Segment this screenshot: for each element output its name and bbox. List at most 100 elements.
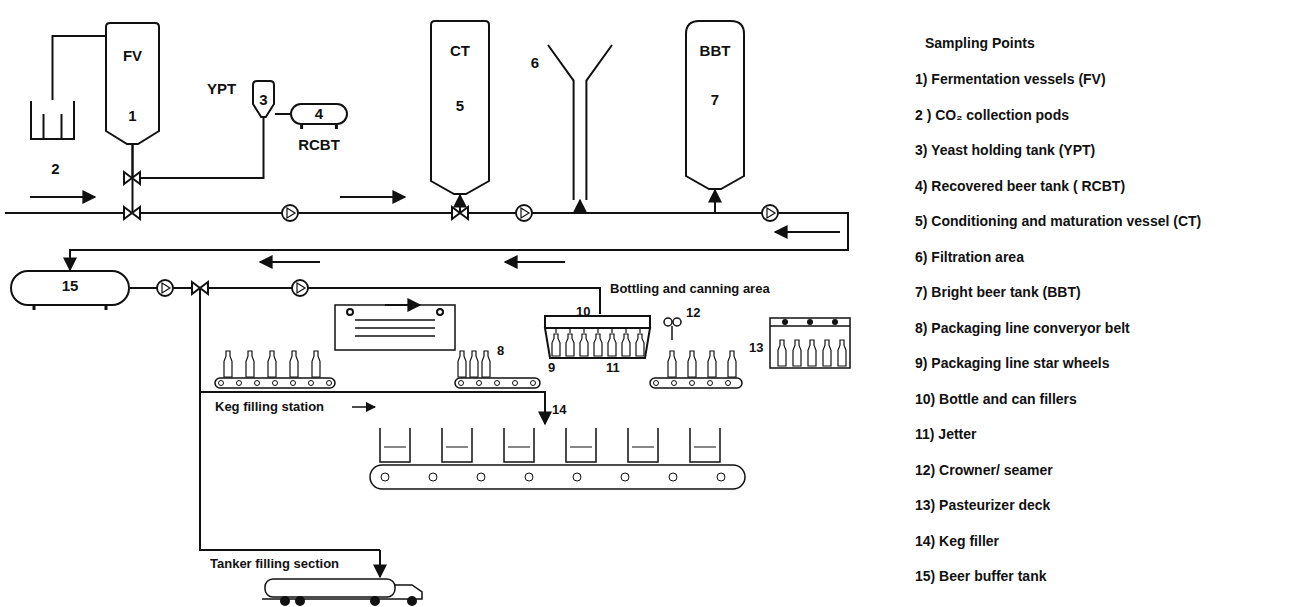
keg [508, 447, 530, 448]
sprinkler [833, 320, 837, 324]
filler-nozzle [611, 328, 612, 333]
node-label: FV [123, 47, 142, 64]
node-outline [291, 104, 347, 124]
list-item: 2 ) CO₂ collection pods [915, 108, 1069, 123]
callout-label: 12 [686, 305, 700, 320]
conveyor [455, 378, 540, 388]
keg [384, 447, 406, 448]
valve [192, 282, 208, 294]
keg [628, 428, 658, 462]
bottle [594, 334, 602, 356]
callout-label: 8 [497, 343, 504, 358]
pipe-connector [133, 145, 461, 213]
list-item: 9) Packaging line star wheels [915, 356, 1110, 371]
list-item: 6) Filtration area [915, 250, 1024, 265]
tank-leg [105, 306, 108, 310]
bottle [608, 334, 616, 356]
list-item: 1) Fermentation vessels (FV) [915, 72, 1106, 87]
conveyor-roller [459, 381, 464, 386]
node-outline [30, 100, 75, 140]
filler-nozzle [569, 328, 570, 333]
conveyor-roller [477, 381, 482, 386]
node-label: RCBT [298, 136, 340, 153]
filler-nozzle [555, 328, 556, 333]
bottle [580, 334, 588, 356]
conveyor-roller [513, 381, 518, 386]
pump [521, 208, 529, 218]
conveyor-roller [708, 381, 713, 386]
bottle [838, 340, 846, 366]
conveyor-roller [273, 381, 278, 386]
keg [690, 428, 720, 462]
pump [516, 205, 532, 221]
fermentation-vessel: FV 1 [105, 22, 160, 145]
list-item: 11) Jetter [915, 427, 976, 442]
tanker [281, 597, 289, 605]
list-item: 10) Bottle and can fillers [915, 392, 1077, 407]
conveyor-roller [255, 381, 260, 386]
filler-nozzle [597, 328, 598, 333]
valve [124, 172, 140, 184]
conveyor-roller [525, 473, 533, 481]
node-label: 5 [456, 97, 464, 114]
bottle [708, 351, 716, 377]
node-label: BBT [700, 42, 731, 59]
labeler [355, 335, 435, 337]
bottle [470, 351, 478, 377]
keg-conveyor [370, 465, 745, 489]
pump [287, 208, 295, 218]
labeler [437, 309, 443, 315]
node-label: 3 [259, 91, 267, 108]
node-label: 6 [531, 54, 539, 71]
node-label: 7 [711, 91, 719, 108]
node-outline [548, 45, 612, 200]
pipe-connector [70, 190, 848, 270]
node-outline [105, 22, 160, 145]
bottle [224, 351, 232, 377]
co2-pod: 2 [30, 100, 75, 140]
pump [157, 280, 173, 296]
pump [292, 280, 308, 296]
list-item: 5) Conditioning and maturation vessel (C… [915, 214, 1201, 229]
tank-leg [33, 306, 36, 310]
callout-label: 14 [552, 402, 566, 417]
conveyor-roller [477, 473, 485, 481]
bottle [778, 340, 786, 366]
valve [124, 207, 140, 219]
list-item: 14) Keg filler [915, 534, 999, 549]
bottle [312, 351, 320, 377]
tanker [371, 597, 379, 605]
filler-nozzle [639, 328, 640, 333]
list-item: 7) Bright beer tank (BBT) [915, 285, 1081, 300]
conveyor-roller [726, 381, 731, 386]
conveyor-roller [237, 381, 242, 386]
callout-label: Tanker filling section [210, 556, 339, 571]
bottle [566, 334, 574, 356]
filler-nozzle [625, 328, 626, 333]
crowner [664, 318, 672, 326]
keg [380, 428, 410, 462]
valve [452, 207, 468, 219]
conditioning-vessel: CT 5 [430, 20, 490, 195]
tank-leg [335, 125, 338, 129]
bottle [668, 351, 676, 377]
bottle [552, 334, 560, 356]
flow-arrow [30, 196, 95, 198]
filler-nozzle [583, 328, 584, 333]
bottle [246, 351, 254, 377]
bottle [636, 334, 644, 356]
filler-carousel [545, 316, 650, 328]
pipe [379, 550, 381, 577]
keg [442, 428, 472, 462]
node-label: 1 [128, 107, 136, 124]
node-outline [11, 271, 129, 305]
crowner [673, 318, 681, 326]
pump [297, 283, 305, 293]
pump [282, 205, 298, 221]
pipe-connector [580, 190, 715, 213]
node-label: CT [450, 42, 470, 59]
node-outline [686, 21, 744, 189]
node-outline [253, 81, 274, 117]
